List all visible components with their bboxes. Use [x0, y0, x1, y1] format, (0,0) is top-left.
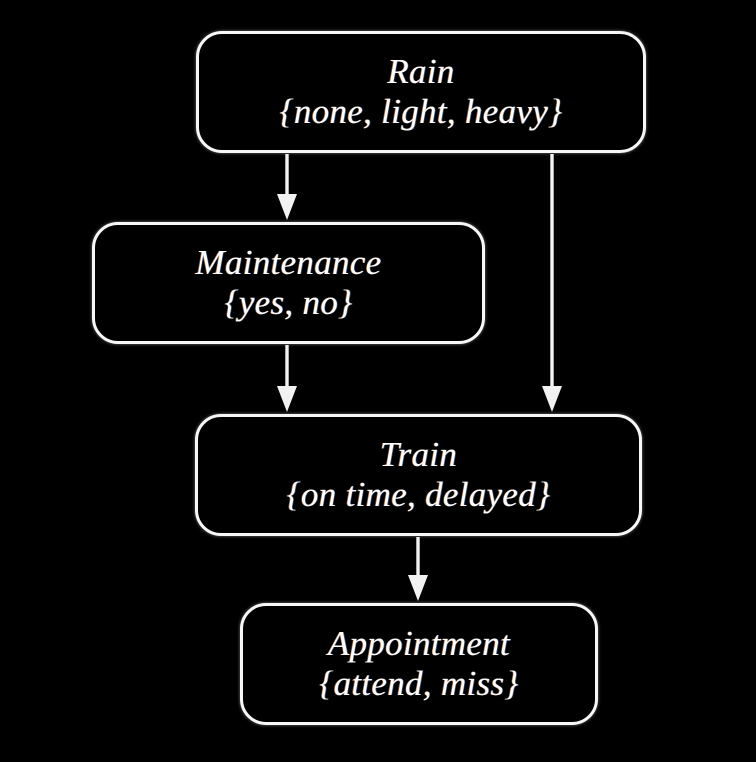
edge-maintenance-to-train — [277, 345, 297, 412]
node-rain-title: Rain — [387, 51, 455, 91]
node-appointment[interactable]: Appointment {attend, miss} — [240, 603, 598, 725]
arrowhead-icon — [542, 386, 562, 412]
node-appointment-states: {attend, miss} — [319, 664, 519, 704]
arrowhead-icon — [408, 575, 428, 601]
node-appointment-title: Appointment — [327, 623, 511, 663]
arrowhead-icon — [277, 194, 297, 220]
node-maintenance[interactable]: Maintenance {yes, no} — [92, 222, 485, 344]
node-maintenance-title: Maintenance — [195, 242, 382, 282]
node-maintenance-states: {yes, no} — [224, 283, 353, 323]
node-rain[interactable]: Rain {none, light, heavy} — [196, 31, 646, 153]
node-train[interactable]: Train {on time, delayed} — [195, 414, 642, 536]
arrowhead-icon — [277, 386, 297, 412]
edge-rain-to-maintenance — [277, 154, 297, 220]
edge-rain-to-train — [542, 154, 562, 412]
node-train-title: Train — [379, 434, 458, 474]
edge-train-to-appointment — [408, 537, 428, 601]
node-rain-states: {none, light, heavy} — [279, 92, 563, 132]
node-train-states: {on time, delayed} — [286, 475, 551, 515]
